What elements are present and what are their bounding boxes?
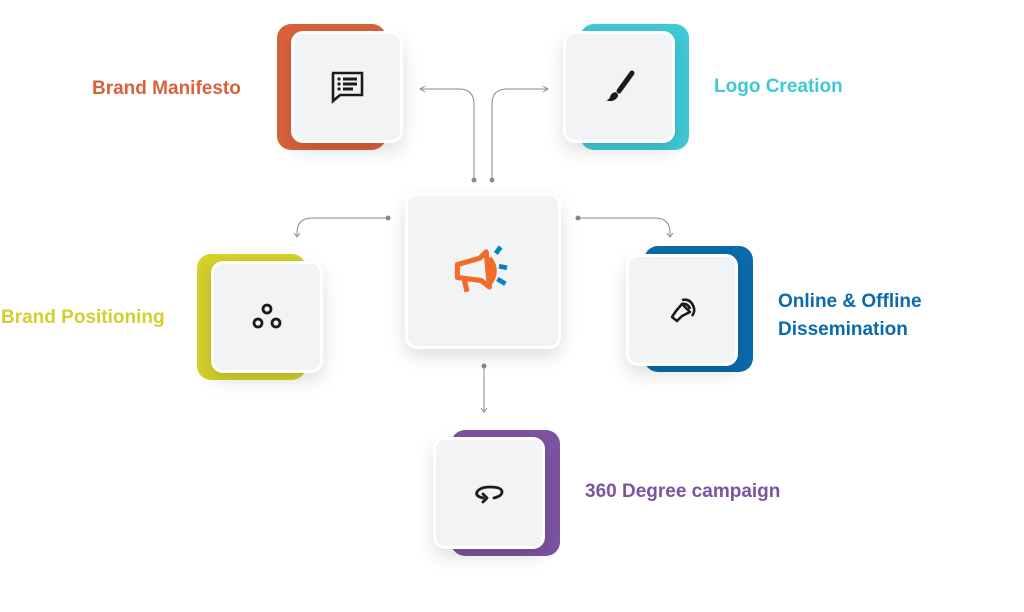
connector-brand-positioning — [293, 215, 391, 238]
three-circles-icon — [252, 303, 282, 329]
connector-brand-manifesto — [419, 85, 477, 183]
brand-positioning-card[interactable] — [211, 261, 323, 373]
campaign-360-label: 360 Degree campaign — [585, 481, 781, 502]
logo-creation-card[interactable] — [563, 31, 675, 143]
online-offline-card[interactable] — [626, 254, 738, 366]
brand-positioning-label: Brand Positioning — [1, 307, 165, 328]
connector-360 — [480, 363, 488, 413]
logo-creation-label: Logo Creation — [714, 76, 843, 97]
brand-manifesto-label: Brand Manifesto — [92, 78, 241, 99]
center-card[interactable] — [405, 193, 561, 349]
message-list-icon — [331, 71, 364, 104]
online-offline-label: Online & Offline Dissemination — [778, 288, 922, 344]
broadcast-icon — [670, 298, 696, 323]
campaign-360-card[interactable] — [433, 437, 545, 549]
paintbrush-icon — [606, 70, 635, 102]
megaphone-icon — [454, 245, 508, 293]
rotate-icon — [475, 485, 504, 504]
connector-logo-creation — [489, 85, 549, 183]
connector-online-offline — [575, 215, 674, 238]
online-offline-label-line1: Online & Offline — [778, 291, 922, 312]
online-offline-label-line2: Dissemination — [778, 319, 908, 340]
brand-manifesto-card[interactable] — [291, 31, 403, 143]
